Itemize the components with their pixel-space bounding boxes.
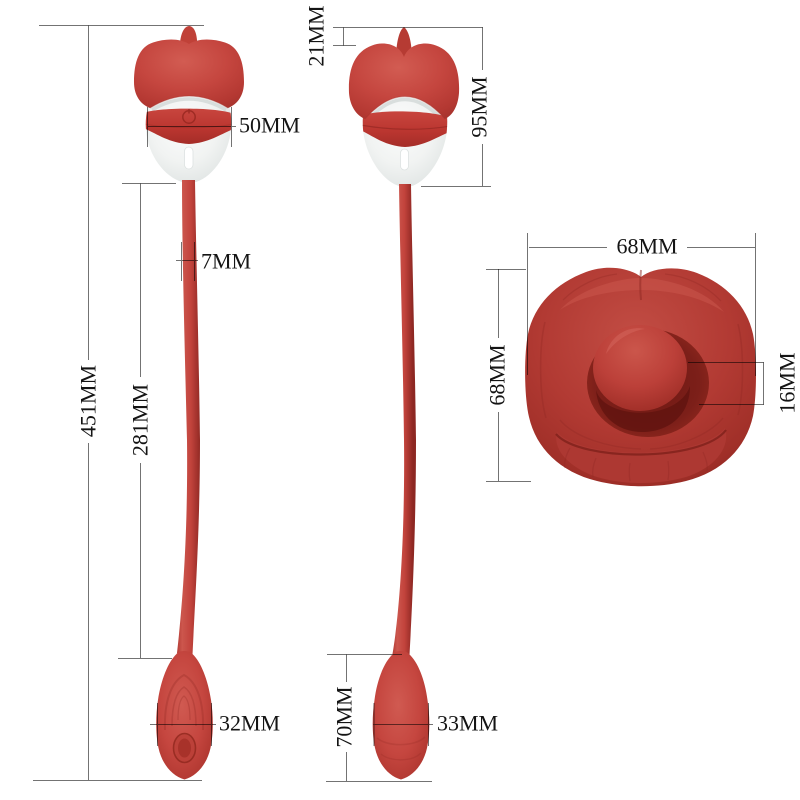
right-device-tip <box>372 651 430 780</box>
label-left-total-length: 451MM <box>76 365 101 437</box>
right-tip-crease-lower <box>380 752 422 761</box>
mouth-wrinkles <box>539 273 744 482</box>
mouth-inner-fold-left <box>559 419 642 450</box>
right-device-band-seam <box>362 124 448 130</box>
dimension-lines <box>33 25 764 782</box>
left-device-slit <box>184 146 194 170</box>
mouth-tongue-highlight <box>606 328 645 354</box>
dim-left-32-line <box>150 703 216 746</box>
left-tip-grain-inner <box>177 695 191 721</box>
label-right-head-height: 95MM <box>467 76 492 137</box>
left-device-band-seam <box>145 123 232 129</box>
label-mouth-width: 68MM <box>616 234 677 259</box>
dim-left-7-line <box>176 242 198 281</box>
right-device-tip-texture <box>376 736 426 761</box>
right-device-slit <box>400 148 409 171</box>
mouth-wrinkle-upper-left <box>562 273 618 301</box>
mouth-tongue-shadow <box>596 386 690 432</box>
mouth-inner-fold-right <box>649 417 724 450</box>
left-device-tip-texture <box>163 673 205 731</box>
label-left-cord-thickness: 7MM <box>201 249 251 274</box>
mouth-toy <box>525 267 756 487</box>
left-device-cord <box>177 180 200 655</box>
mouth-upper-lip-crease <box>639 269 642 301</box>
left-device-cap-shadow <box>151 97 227 112</box>
left-tip-grain-mid <box>171 686 197 727</box>
label-mouth-height: 68MM <box>485 344 510 405</box>
label-right-tip-length: 70MM <box>332 686 357 747</box>
mouth-lower-lip-crease <box>555 429 727 456</box>
label-mouth-tongue-height: 16MM <box>775 352 800 413</box>
dimension-labels: 451MM 281MM 50MM 7MM 32MM 21MM 95MM 70MM… <box>76 5 800 747</box>
mouth-wrinkle-lower-4 <box>667 460 670 481</box>
right-device <box>348 27 460 780</box>
right-device-cap <box>348 43 460 120</box>
mouth-wrinkle-lower-1 <box>564 447 571 469</box>
left-device-tip-button-inner <box>178 738 191 758</box>
mouth-wrinkle-upper-right <box>664 273 722 302</box>
dim-right-33-line <box>373 703 433 746</box>
left-device-cap-edge <box>149 95 229 109</box>
mouth-wrinkle-lower-5 <box>702 451 708 472</box>
left-device-tip <box>156 651 213 780</box>
label-left-tip-diameter: 32MM <box>219 711 280 736</box>
right-device-cap-edge <box>364 96 446 120</box>
left-device-power-icon <box>182 109 196 124</box>
label-right-tip-diameter: 33MM <box>437 711 498 736</box>
mouth-wrinkle-lower-3 <box>628 462 631 482</box>
mouth-wrinkle-right-fold <box>737 323 744 416</box>
label-right-tongue-height: 21MM <box>304 5 329 66</box>
mouth-wrinkle-lower-2 <box>591 457 597 478</box>
mouth-wrinkle-left-fold <box>539 321 547 419</box>
mouth-tongue <box>593 325 687 411</box>
label-left-head-diameter: 50MM <box>239 113 300 138</box>
label-left-cord-length: 281MM <box>128 384 153 456</box>
mouth-upper-lip-sheen <box>560 278 724 312</box>
left-tip-grain-outer <box>163 673 205 731</box>
left-device-cap <box>134 39 244 108</box>
right-device-cord <box>392 184 416 655</box>
dim-left-50-line <box>147 107 236 147</box>
right-tip-crease-upper <box>376 736 426 746</box>
